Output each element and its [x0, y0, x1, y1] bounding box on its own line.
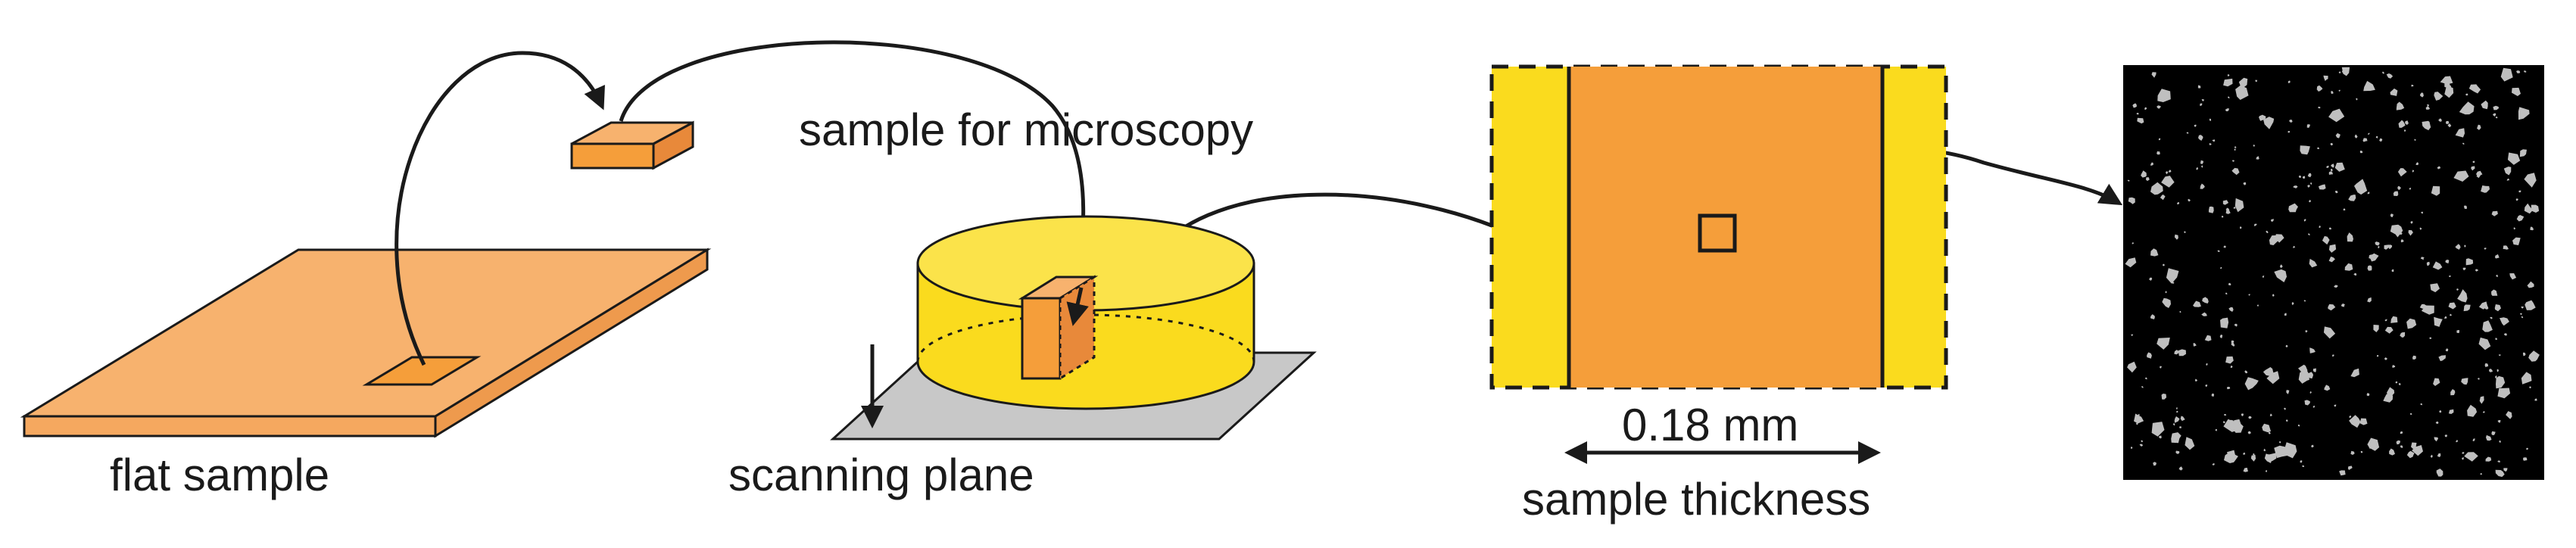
sample-thickness-label: sample thickness: [1522, 474, 1870, 525]
extracted-sample-block: [570, 120, 694, 170]
dimension-value-label: 0.18 mm: [1622, 400, 1798, 450]
embedded-sample: [1018, 275, 1099, 381]
arrow-tip-into-sample: [1066, 287, 1089, 326]
arrow-cut-to-block: [395, 51, 605, 366]
micrograph-particles: [2125, 67, 2540, 478]
micrograph-image: [2123, 65, 2544, 480]
cross-section-panel: [1489, 64, 1948, 390]
cut-location-outline: [362, 356, 482, 386]
sample-for-microscopy-label: sample for microscopy: [799, 104, 1253, 155]
region-of-interest-box: [1698, 213, 1737, 253]
flat-sample-label: flat sample: [110, 450, 329, 500]
scanning-plane-label: scanning plane: [728, 450, 1034, 500]
flat-sample-plate: [20, 248, 712, 438]
